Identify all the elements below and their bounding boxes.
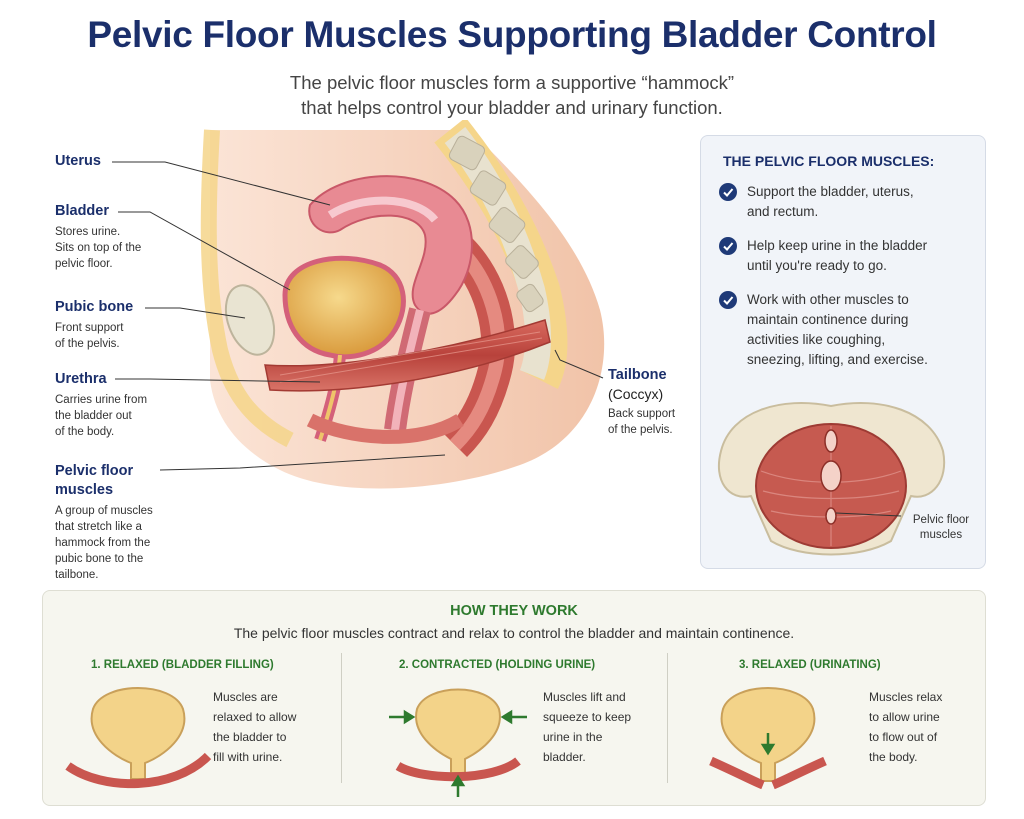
bladder-relaxed-icon xyxy=(65,687,212,789)
divider xyxy=(667,653,668,783)
desc-line: Sits on top of the xyxy=(55,242,142,254)
desc-line: tailbone. xyxy=(55,569,99,581)
desc-line: to flow out of xyxy=(869,730,938,744)
title-line: muscles xyxy=(55,482,114,498)
label-tailbone-sub: (Coccyx) xyxy=(608,386,664,402)
label-uterus-title: Uterus xyxy=(55,153,101,169)
pelvis-cross-section-illustration xyxy=(190,120,605,560)
item-line: Work with other muscles to xyxy=(747,292,909,307)
label-tailbone-desc: Back support of the pelvis. xyxy=(608,406,675,438)
desc-line: A group of muscles xyxy=(55,505,153,517)
desc-line: the bladder to xyxy=(213,730,287,744)
label-uterus: Uterus xyxy=(55,152,101,171)
label-tailbone-title: Tailbone xyxy=(608,367,667,383)
desc-line: Carries urine from xyxy=(55,394,148,406)
info-panel: THE PELVIC FLOOR MUSCLES: Support the bl… xyxy=(700,135,986,569)
page-subtitle: The pelvic floor muscles form a supporti… xyxy=(0,70,1024,120)
check-circle-icon xyxy=(719,291,737,309)
desc-line: hammock from the xyxy=(55,537,151,549)
desc-line: of the pelvis. xyxy=(608,424,673,436)
how-they-work-section: HOW THEY WORK The pelvic floor muscles c… xyxy=(42,590,986,806)
how-subheading: The pelvic floor muscles contract and re… xyxy=(233,625,795,641)
desc-line: relaxed to allow xyxy=(213,710,297,724)
label-pubic-bone: Pubic bone Front support of the pelvis. xyxy=(55,298,133,352)
label-pelvic-floor: Pelvic floor muscles A group of muscles … xyxy=(55,462,153,583)
step-contracted-holding: 2. CONTRACTED (HOLDING URINE) Muscles li… xyxy=(383,659,683,799)
label-pubic-title: Pubic bone xyxy=(55,299,134,315)
subtitle-line: that helps control your bladder and urin… xyxy=(301,97,723,118)
label-urethra: Urethra Carries urine from the bladder o… xyxy=(55,370,147,440)
label-bladder-title: Bladder xyxy=(55,203,109,219)
bladder-urinating-icon xyxy=(709,687,827,790)
desc-line: of the body. xyxy=(55,426,115,438)
step-relaxed-filling: 1. RELAXED (BLADDER FILLING) Muscles are… xyxy=(63,659,363,799)
step-relaxed-urinating: 3. RELAXED (URINATING) Muscles relax to … xyxy=(703,659,1003,799)
list-item: Help keep urine in the bladder until you… xyxy=(719,236,969,276)
label-pubic-desc: Front support of the pelvis. xyxy=(55,320,133,352)
panel-list: Support the bladder, uterus, and rectum.… xyxy=(719,182,969,384)
step-title: 1. RELAXED (BLADDER FILLING) xyxy=(91,659,274,671)
desc-line: bladder. xyxy=(543,750,586,764)
desc-line: to allow urine xyxy=(869,710,940,724)
label-line: Pelvic floor xyxy=(912,514,970,526)
desc-line: pubic bone to the xyxy=(55,553,144,565)
arrow-icon xyxy=(389,709,527,797)
list-item: Support the bladder, uterus, and rectum. xyxy=(719,182,969,222)
item-line: Support the bladder, uterus, xyxy=(747,184,914,199)
desc-line: squeeze to keep xyxy=(543,710,632,724)
step-desc: Muscles lift and squeeze to keep urine i… xyxy=(543,687,631,767)
how-heading: HOW THEY WORK xyxy=(450,603,578,619)
desc-line: Muscles lift and xyxy=(543,690,626,704)
item-line: activities like coughing, xyxy=(747,332,886,347)
desc-line: Muscles are xyxy=(213,690,278,704)
step-title: 3. RELAXED (URINATING) xyxy=(739,659,881,671)
desc-line: Stores urine. xyxy=(55,226,121,238)
desc-line: fill with urine. xyxy=(213,750,283,764)
subtitle-line: The pelvic floor muscles form a supporti… xyxy=(289,72,735,93)
desc-line: Front support xyxy=(55,322,124,334)
desc-line: Back support xyxy=(608,408,676,420)
top-view-label: Pelvic floor muscles xyxy=(901,513,981,543)
step-title: 2. CONTRACTED (HOLDING URINE) xyxy=(399,659,596,671)
item-line: maintain continence during xyxy=(747,312,909,327)
label-tailbone: Tailbone (Coccyx) Back support of the pe… xyxy=(608,366,675,438)
desc-line: that stretch like a xyxy=(55,521,142,533)
item-line: and rectum. xyxy=(747,204,819,219)
desc-line: the bladder out xyxy=(55,410,132,422)
page-title: Pelvic Floor Muscles Supporting Bladder … xyxy=(87,14,937,55)
bladder-contracted-icon xyxy=(389,688,527,797)
label-pelvic-desc: A group of muscles that stretch like a h… xyxy=(55,503,153,583)
divider xyxy=(341,653,342,783)
title-line: Pelvic floor xyxy=(55,463,134,479)
label-urethra-desc: Carries urine from the bladder out of th… xyxy=(55,392,147,440)
check-circle-icon xyxy=(719,237,737,255)
label-pelvic-title: Pelvic floor muscles xyxy=(55,462,153,500)
label-urethra-title: Urethra xyxy=(55,371,107,387)
item-line: Help keep urine in the bladder xyxy=(747,238,928,253)
item-line: sneezing, lifting, and exercise. xyxy=(747,352,928,367)
desc-line: urine in the xyxy=(543,730,603,744)
step-desc: Muscles are relaxed to allow the bladder… xyxy=(213,687,296,767)
panel-heading: THE PELVIC FLOOR MUSCLES: xyxy=(723,153,935,169)
check-circle-icon xyxy=(719,183,737,201)
desc-line: the body. xyxy=(869,750,918,764)
desc-line: pelvic floor. xyxy=(55,258,113,270)
label-line: muscles xyxy=(919,529,963,541)
label-bladder: Bladder Stores urine. Sits on top of the… xyxy=(55,202,141,272)
pelvic-floor-top-view-illustration xyxy=(718,402,946,556)
list-item: Work with other muscles to maintain cont… xyxy=(719,290,969,370)
arrow-down-icon xyxy=(760,733,776,756)
desc-line: Muscles relax xyxy=(869,690,943,704)
step-desc: Muscles relax to allow urine to flow out… xyxy=(869,687,942,767)
desc-line: of the pelvis. xyxy=(55,338,120,350)
label-bladder-desc: Stores urine. Sits on top of the pelvic … xyxy=(55,224,141,272)
item-line: until you're ready to go. xyxy=(747,258,887,273)
